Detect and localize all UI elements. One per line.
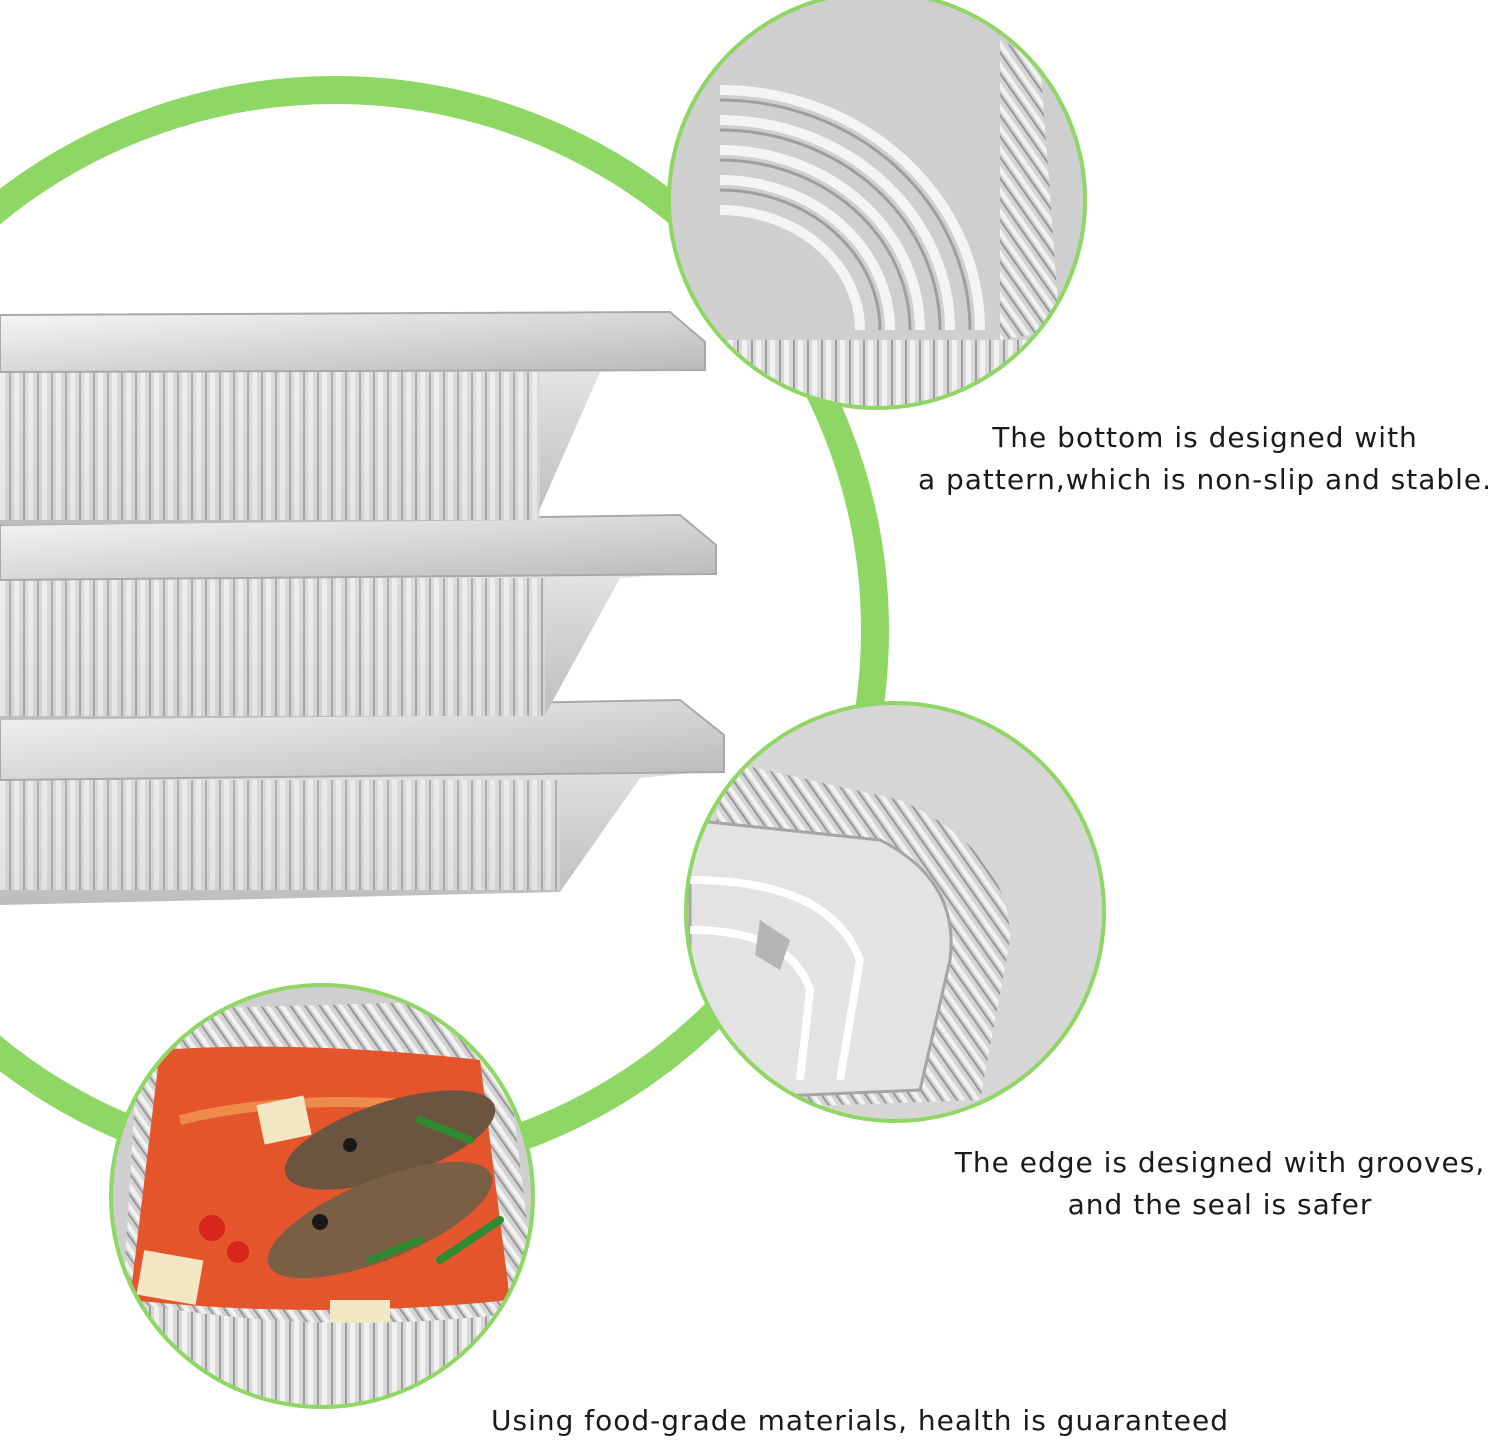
- caption-line: The edge is designed with grooves,: [954, 1146, 1486, 1179]
- caption-line: Using food-grade materials, health is gu…: [491, 1404, 1229, 1437]
- caption-line: and the seal is safer: [1067, 1188, 1373, 1221]
- stacked-foil-pans: [0, 310, 725, 905]
- caption-line: a pattern,which is non-slip and stable.: [917, 463, 1493, 496]
- bottom-pattern-detail: [669, 0, 1085, 408]
- caption-line: The bottom is designed with: [992, 421, 1418, 454]
- food-grade-caption: Using food-grade materials, health is gu…: [440, 1400, 1280, 1442]
- bottom-pattern-caption: The bottom is designed with a pattern,wh…: [905, 417, 1500, 501]
- food-in-pan-detail: [111, 985, 533, 1407]
- edge-grooves-detail: [686, 703, 1104, 1121]
- edge-grooves-caption: The edge is designed with grooves, and t…: [925, 1142, 1500, 1226]
